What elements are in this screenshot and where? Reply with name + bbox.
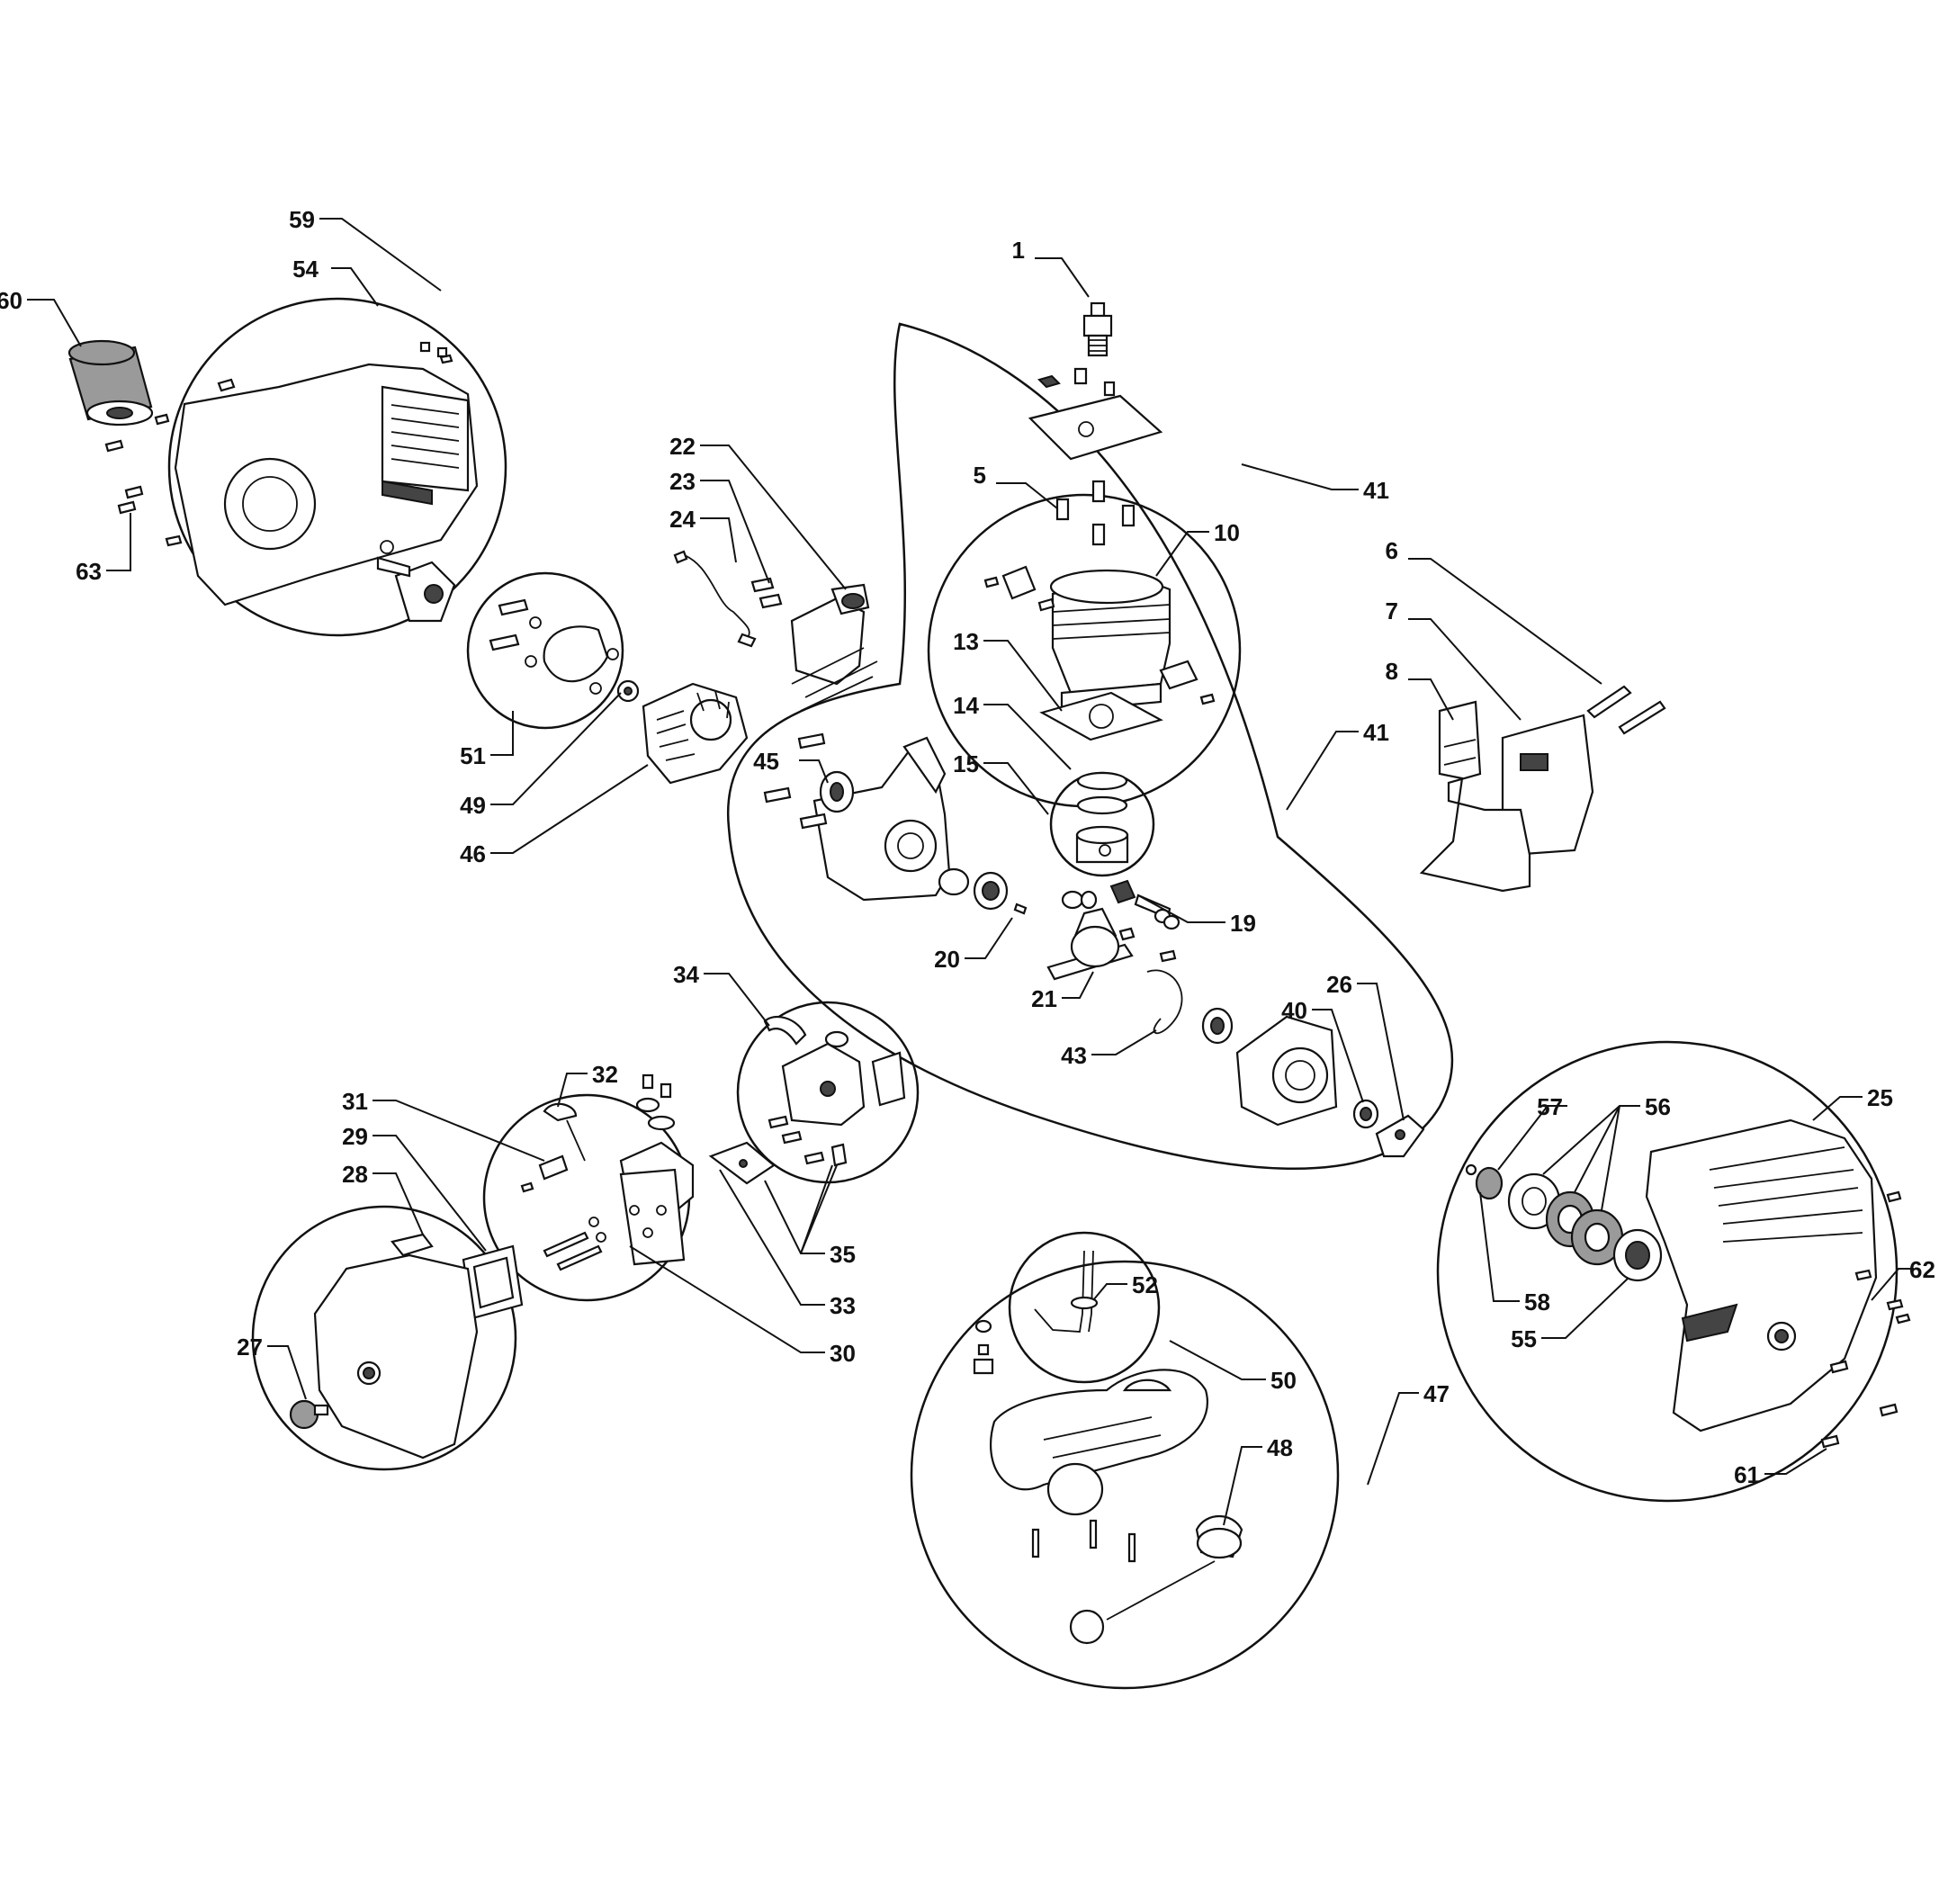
fuel-cap-part: [1069, 1515, 1243, 1645]
callout-label: 13: [953, 628, 979, 655]
fuel-tank-part: [990, 1369, 1208, 1563]
callout-label: 62: [1909, 1256, 1935, 1283]
callout-label: 28: [342, 1161, 368, 1188]
callout-label: 21: [1031, 985, 1057, 1012]
callout-labels: 1 5 6 7 8 10 13 14 15 19 20 21 22 23 24 …: [0, 206, 1935, 1488]
fan-housing-group-circle: [167, 297, 507, 637]
base-gasket-part: [1039, 691, 1163, 741]
crankcase-part: [763, 732, 951, 902]
callout-label: 19: [1230, 910, 1256, 937]
callout-label: 31: [342, 1088, 368, 1115]
callout-label: 41: [1363, 477, 1389, 504]
callout-label: 32: [592, 1061, 618, 1088]
callout-label: 51: [460, 742, 486, 769]
starter-internals-part: [1465, 1163, 1663, 1282]
starter-housing-part: [1645, 1118, 1878, 1432]
callout-label: 26: [1326, 971, 1352, 998]
callout-label: 30: [830, 1340, 856, 1367]
callout-label: 61: [1734, 1461, 1760, 1488]
fuel-tank-group-circle: [910, 1260, 1340, 1690]
carburetor-part: [520, 1073, 776, 1271]
callout-label: 20: [934, 946, 960, 973]
piston-part: [1075, 771, 1129, 864]
callout-label: 47: [1423, 1380, 1450, 1407]
callout-label: 63: [76, 558, 102, 585]
clutch-group-circle: [466, 571, 624, 730]
callout-label: 15: [953, 750, 979, 777]
air-filter-part: [462, 1244, 524, 1320]
callout-label: 58: [1524, 1289, 1550, 1316]
ignition-coil-part: [673, 550, 878, 712]
callout-label: 45: [753, 748, 779, 775]
muffler-part: [1419, 685, 1666, 893]
intake-group-circle: [736, 1001, 920, 1184]
callout-label: 6: [1386, 537, 1398, 564]
callout-label: 40: [1281, 997, 1307, 1024]
cylinder-cover-part: [1028, 367, 1163, 546]
clutch-part: [489, 598, 619, 695]
callout-label: 50: [1270, 1367, 1297, 1394]
callout-label: 10: [1214, 519, 1240, 546]
callout-label: 52: [1132, 1271, 1158, 1298]
callout-label: 34: [673, 961, 699, 988]
engine-group-outline: [726, 322, 1454, 1171]
callout-label: 57: [1537, 1093, 1563, 1120]
part-drawings: [67, 301, 1911, 1645]
cylinder-part: [983, 565, 1216, 713]
spark-plug-part: [1082, 301, 1113, 357]
crankshaft-part: [938, 867, 1180, 981]
callout-label: 5: [974, 462, 986, 489]
starter-screws: [1820, 1190, 1911, 1449]
callout-label: 55: [1511, 1325, 1537, 1352]
callout-label: 59: [289, 206, 315, 233]
callout-label: 24: [669, 506, 696, 533]
callout-label: 46: [460, 840, 486, 867]
filter-cover-part: [289, 1233, 479, 1459]
callout-label: 8: [1386, 658, 1398, 685]
callout-label: 23: [669, 468, 696, 495]
crankcase-right-part: [1146, 969, 1425, 1158]
leader-lines: [27, 218, 1914, 1526]
callout-label: 35: [830, 1241, 856, 1268]
callout-label: 49: [460, 792, 486, 819]
callout-label: 48: [1267, 1434, 1293, 1461]
callout-label: 56: [1645, 1093, 1671, 1120]
callout-label: 60: [0, 287, 22, 314]
callout-label: 41: [1363, 719, 1389, 746]
fuel-pickup-group-circle: [1008, 1231, 1161, 1384]
callout-label: 14: [953, 692, 979, 719]
housing-screws: [104, 341, 453, 554]
callout-label: 54: [292, 256, 319, 283]
fan-housing-part: [174, 363, 479, 623]
fuel-pickup-part: [973, 1250, 1099, 1375]
flywheel-part: [616, 679, 749, 785]
callout-label: 22: [669, 433, 696, 460]
callout-label: 43: [1061, 1042, 1087, 1069]
callout-label: 33: [830, 1292, 856, 1319]
callout-label: 27: [237, 1334, 263, 1361]
callout-label: 29: [342, 1123, 368, 1150]
intake-part: [763, 1015, 906, 1167]
callout-label: 25: [1867, 1084, 1893, 1111]
callout-label: 7: [1386, 597, 1398, 624]
callout-label: 1: [1012, 237, 1025, 264]
sleeve-part: [67, 339, 154, 427]
air-filter-cover-group-circle: [251, 1205, 517, 1471]
